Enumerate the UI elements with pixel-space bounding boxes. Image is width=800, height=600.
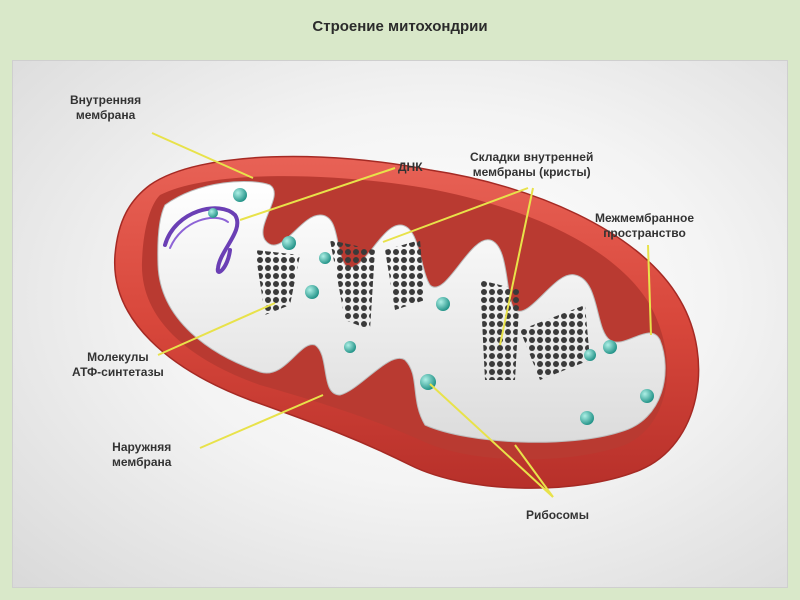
ribosome xyxy=(344,341,356,353)
ribosome xyxy=(319,252,331,264)
ribosome xyxy=(282,236,296,250)
ribosome xyxy=(603,340,617,354)
pointer-atp-synthase xyxy=(157,302,276,356)
atp-synthase-cluster-5 xyxy=(520,305,590,380)
pointer-ribosomes-2 xyxy=(514,444,554,498)
dna-strand-2 xyxy=(169,217,229,249)
pointer-ribosomes-1 xyxy=(429,383,554,498)
atp-synthase-cluster-1 xyxy=(255,250,300,315)
ribosome xyxy=(208,208,218,218)
pointer-dna xyxy=(239,167,396,221)
ribosomes xyxy=(208,188,654,425)
label-dna: ДНК xyxy=(398,160,423,174)
ribosome xyxy=(640,389,654,403)
pointer-cristae-1 xyxy=(382,187,529,243)
pointer-lines xyxy=(151,132,652,498)
label-ribosomes: Рибосомы xyxy=(526,508,589,522)
pointer-cristae-2 xyxy=(499,187,534,346)
ribosome xyxy=(580,411,594,425)
atp-synthase-cluster-4 xyxy=(480,280,520,380)
pointer-outer-membrane xyxy=(199,394,324,449)
dna-strand xyxy=(163,206,240,274)
ribosome xyxy=(305,285,319,299)
atp-synthase-cluster-3 xyxy=(385,240,425,310)
pointer-intermembrane xyxy=(647,244,652,336)
ribosome xyxy=(436,297,450,311)
page-title: Строение митохондрии xyxy=(312,18,488,35)
pointer-inner-membrane xyxy=(151,132,254,179)
ribosome xyxy=(584,349,596,361)
atp-synthase-cluster-2 xyxy=(330,240,375,330)
ribosome xyxy=(233,188,247,202)
